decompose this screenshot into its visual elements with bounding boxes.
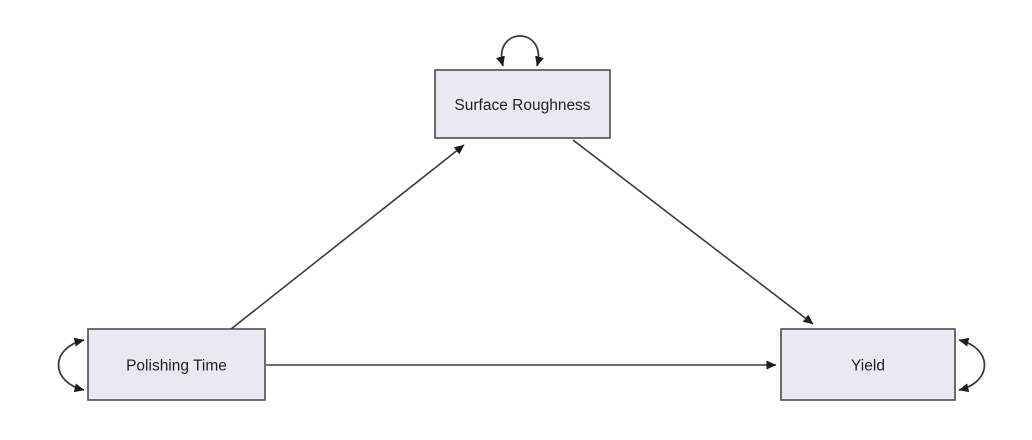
self-loop-surface-roughness: [496, 35, 544, 67]
node-yield-label: Yield: [851, 358, 885, 375]
self-loop-yield: [958, 337, 986, 393]
node-yield-box: [780, 328, 956, 401]
node-polishing-time-box: [87, 328, 266, 401]
self-loop-polishing-time: [57, 337, 85, 393]
node-surface-roughness-label: Surface Roughness: [454, 97, 590, 114]
node-polishing-time: Polishing Time: [87, 328, 266, 401]
edge-polishing-time-to-surface-roughness: [230, 144, 465, 330]
node-polishing-time-label: Polishing Time: [126, 358, 227, 375]
node-surface-roughness-box: [434, 69, 611, 139]
node-surface-roughness: Surface Roughness: [434, 69, 611, 139]
edge-surface-roughness-to-yield: [572, 139, 814, 325]
node-yield: Yield: [780, 328, 956, 401]
